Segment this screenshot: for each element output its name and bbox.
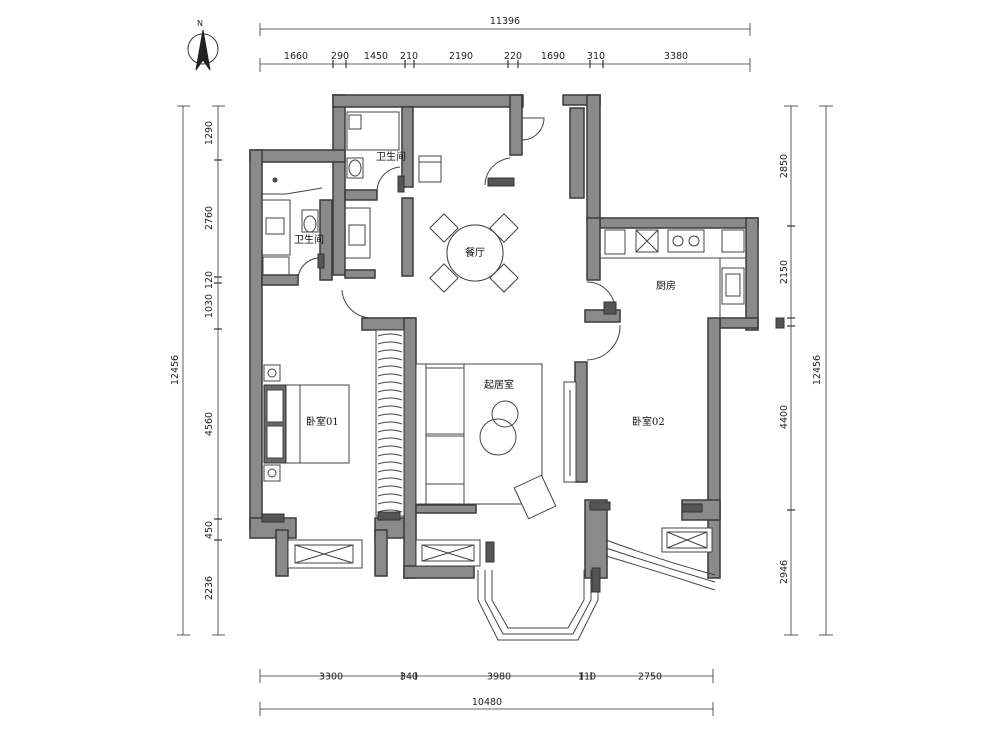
bottom-seg-5: 2750 bbox=[638, 672, 662, 683]
bedroom2-bay-window bbox=[605, 539, 716, 591]
right-segment-dimensions: 2850 2150 4400 2946 bbox=[779, 105, 798, 636]
top-total-label: 11396 bbox=[490, 16, 520, 27]
left-seg-4: 1030 bbox=[204, 294, 215, 318]
top-seg-8: 310 bbox=[587, 51, 605, 62]
left-seg-1: 1290 bbox=[204, 121, 215, 145]
door-storage bbox=[484, 157, 511, 186]
left-seg-3: 120 bbox=[204, 271, 215, 289]
right-seg-3: 4400 bbox=[779, 405, 790, 429]
north-compass: N bbox=[187, 19, 219, 71]
lower-bathroom-fixtures bbox=[261, 177, 325, 276]
left-seg-6: 450 bbox=[204, 521, 215, 539]
room-labels: 卫生间 卫生间 餐厅 厨房 起居室 卧室01 卧室02 bbox=[294, 150, 676, 428]
top-seg-4: 210 bbox=[400, 51, 418, 62]
right-seg-4: 2946 bbox=[779, 560, 790, 584]
top-seg-9: 3380 bbox=[664, 51, 688, 62]
bottom-total-dimension: 10480 bbox=[259, 697, 714, 716]
bottom-segment-dimensions: 3300 340 3980 110 2750 bbox=[259, 669, 714, 683]
storage-appliance bbox=[418, 155, 515, 187]
left-seg-5: 4560 bbox=[204, 412, 215, 436]
room-label-kitchen: 厨房 bbox=[656, 279, 676, 292]
right-seg-2: 2150 bbox=[779, 260, 790, 284]
room-label-bedroom1: 卧室01 bbox=[306, 415, 339, 428]
bottom-total-label: 10480 bbox=[472, 697, 502, 708]
living-bay-window bbox=[477, 570, 599, 641]
room-label-bathroom-upper: 卫生间 bbox=[376, 150, 406, 163]
top-total-dimension: 11396 bbox=[259, 16, 751, 36]
compass-label: N bbox=[197, 19, 203, 28]
door-lower-bath bbox=[297, 257, 321, 281]
top-segment-dimensions: 1660 290 1450 210 2190 220 1690 310 3380 bbox=[259, 51, 751, 72]
left-segment-dimensions: 1290 2760 120 1030 4560 450 2236 bbox=[204, 105, 225, 636]
dining-set bbox=[429, 213, 519, 293]
window-unit-living bbox=[415, 539, 481, 567]
door-upper-bath bbox=[376, 166, 401, 191]
room-label-dining: 餐厅 bbox=[465, 246, 485, 259]
left-seg-2: 2760 bbox=[204, 206, 215, 230]
compass-arrow bbox=[195, 29, 211, 71]
window-unit-bedroom1 bbox=[287, 539, 363, 569]
bottom-seg-2: 340 bbox=[400, 672, 418, 683]
room-label-bathroom-lower: 卫生间 bbox=[294, 233, 324, 246]
window-unit-bedroom2 bbox=[661, 527, 713, 553]
top-seg-6: 220 bbox=[504, 51, 522, 62]
right-total-dimension: 12456 bbox=[812, 105, 833, 636]
right-total-label: 12456 bbox=[812, 355, 823, 385]
bottom-seg-3: 3980 bbox=[487, 672, 511, 683]
top-seg-3: 1450 bbox=[364, 51, 388, 62]
kitchen-fixtures bbox=[600, 229, 785, 329]
top-seg-1: 1660 bbox=[284, 51, 308, 62]
bottom-seg-4: 110 bbox=[578, 672, 596, 683]
bedroom1-bed bbox=[263, 364, 350, 482]
top-seg-7: 1690 bbox=[541, 51, 565, 62]
door-entry bbox=[521, 117, 545, 141]
right-seg-1: 2850 bbox=[779, 154, 790, 178]
radiators bbox=[261, 501, 703, 593]
left-total-label: 12456 bbox=[170, 355, 181, 385]
room-label-bedroom2: 卧室02 bbox=[632, 415, 665, 428]
bedroom1-wardrobe bbox=[375, 329, 405, 517]
left-total-dimension: 12456 bbox=[170, 105, 190, 636]
living-sofa bbox=[415, 363, 577, 520]
door-bedroom2 bbox=[586, 324, 621, 361]
room-label-living: 起居室 bbox=[484, 378, 514, 391]
upper-bathroom-fixtures bbox=[344, 111, 405, 259]
left-seg-7: 2236 bbox=[204, 576, 215, 600]
bottom-seg-1: 3300 bbox=[319, 672, 343, 683]
door-bedroom1 bbox=[341, 289, 371, 319]
top-seg-2: 290 bbox=[331, 51, 349, 62]
top-seg-5: 2190 bbox=[449, 51, 473, 62]
